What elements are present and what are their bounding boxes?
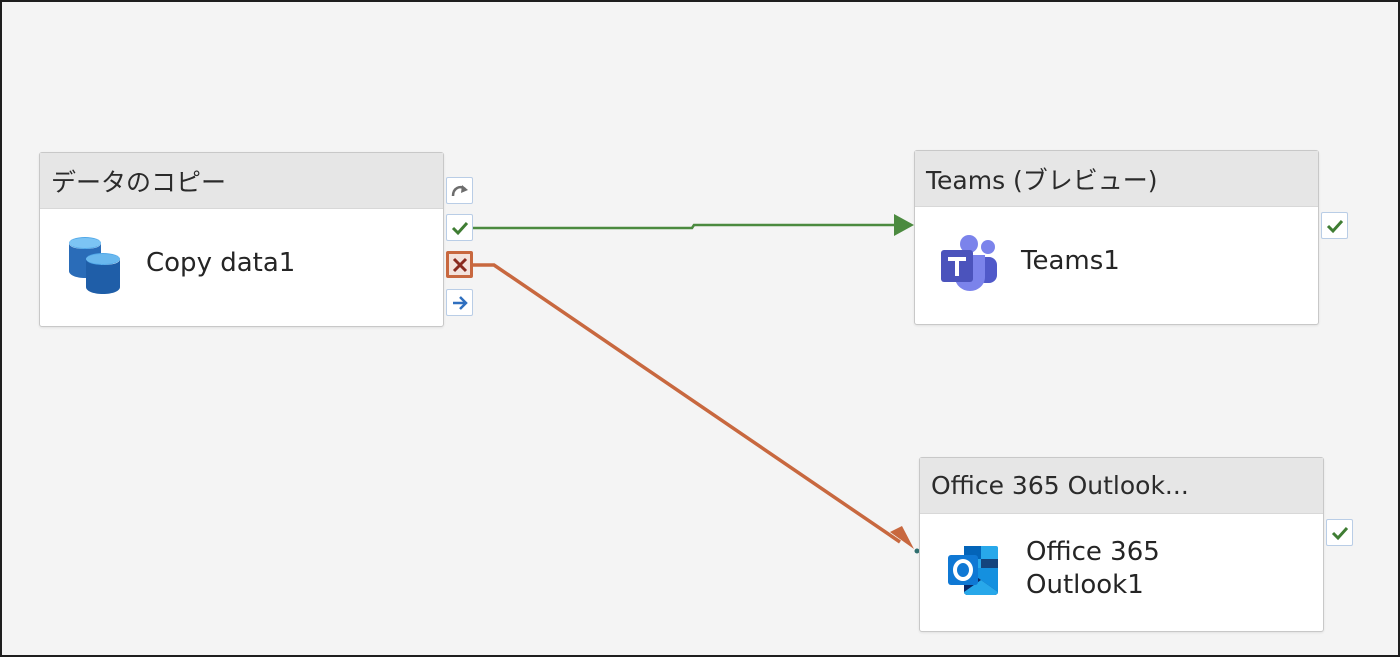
- success-check-icon: [451, 220, 469, 236]
- failure-connector-endpoint: [914, 548, 920, 554]
- activity-type-label: データのコピー: [40, 153, 443, 209]
- success-port[interactable]: [446, 214, 473, 241]
- activity-type-label: Teams (ブレビュー): [915, 151, 1318, 207]
- failure-connector[interactable]: [473, 263, 901, 544]
- failure-port[interactable]: [446, 251, 473, 278]
- copy-data-database-icon: [67, 235, 123, 299]
- outlook-activity[interactable]: Office 365 Outlook... Office 365 Outlook…: [919, 457, 1324, 632]
- failure-connector-arrowhead: [890, 526, 914, 549]
- activity-name: Teams1: [1021, 246, 1120, 276]
- activity-name-line1: Office 365: [1026, 537, 1160, 567]
- success-check-icon: [1326, 218, 1344, 234]
- skip-icon: [450, 182, 470, 200]
- skip-port[interactable]: [446, 177, 473, 204]
- activity-type-label: Office 365 Outlook...: [920, 458, 1323, 514]
- activity-body: Teams1: [915, 207, 1318, 324]
- failure-x-icon: [452, 257, 468, 273]
- success-connector[interactable]: [473, 223, 895, 230]
- activity-body: Copy data1: [40, 209, 443, 326]
- success-check-icon: [1331, 525, 1349, 541]
- completion-arrow-icon: [451, 295, 469, 311]
- teams-success-port[interactable]: [1321, 212, 1348, 239]
- success-connector-arrowhead: [894, 214, 914, 236]
- completion-port[interactable]: [446, 289, 473, 316]
- activity-name: Copy data1: [146, 248, 296, 278]
- activity-name-line2: Outlook1: [1026, 570, 1144, 600]
- activity-body: Office 365 Outlook1: [920, 514, 1323, 631]
- outlook-success-port[interactable]: [1326, 519, 1353, 546]
- microsoft-teams-icon: [939, 235, 997, 295]
- teams-activity[interactable]: Teams (ブレビュー) Teams1: [914, 150, 1319, 325]
- copy-data-activity[interactable]: データのコピー Copy data1: [39, 152, 444, 327]
- office-365-outlook-icon: [946, 542, 1000, 600]
